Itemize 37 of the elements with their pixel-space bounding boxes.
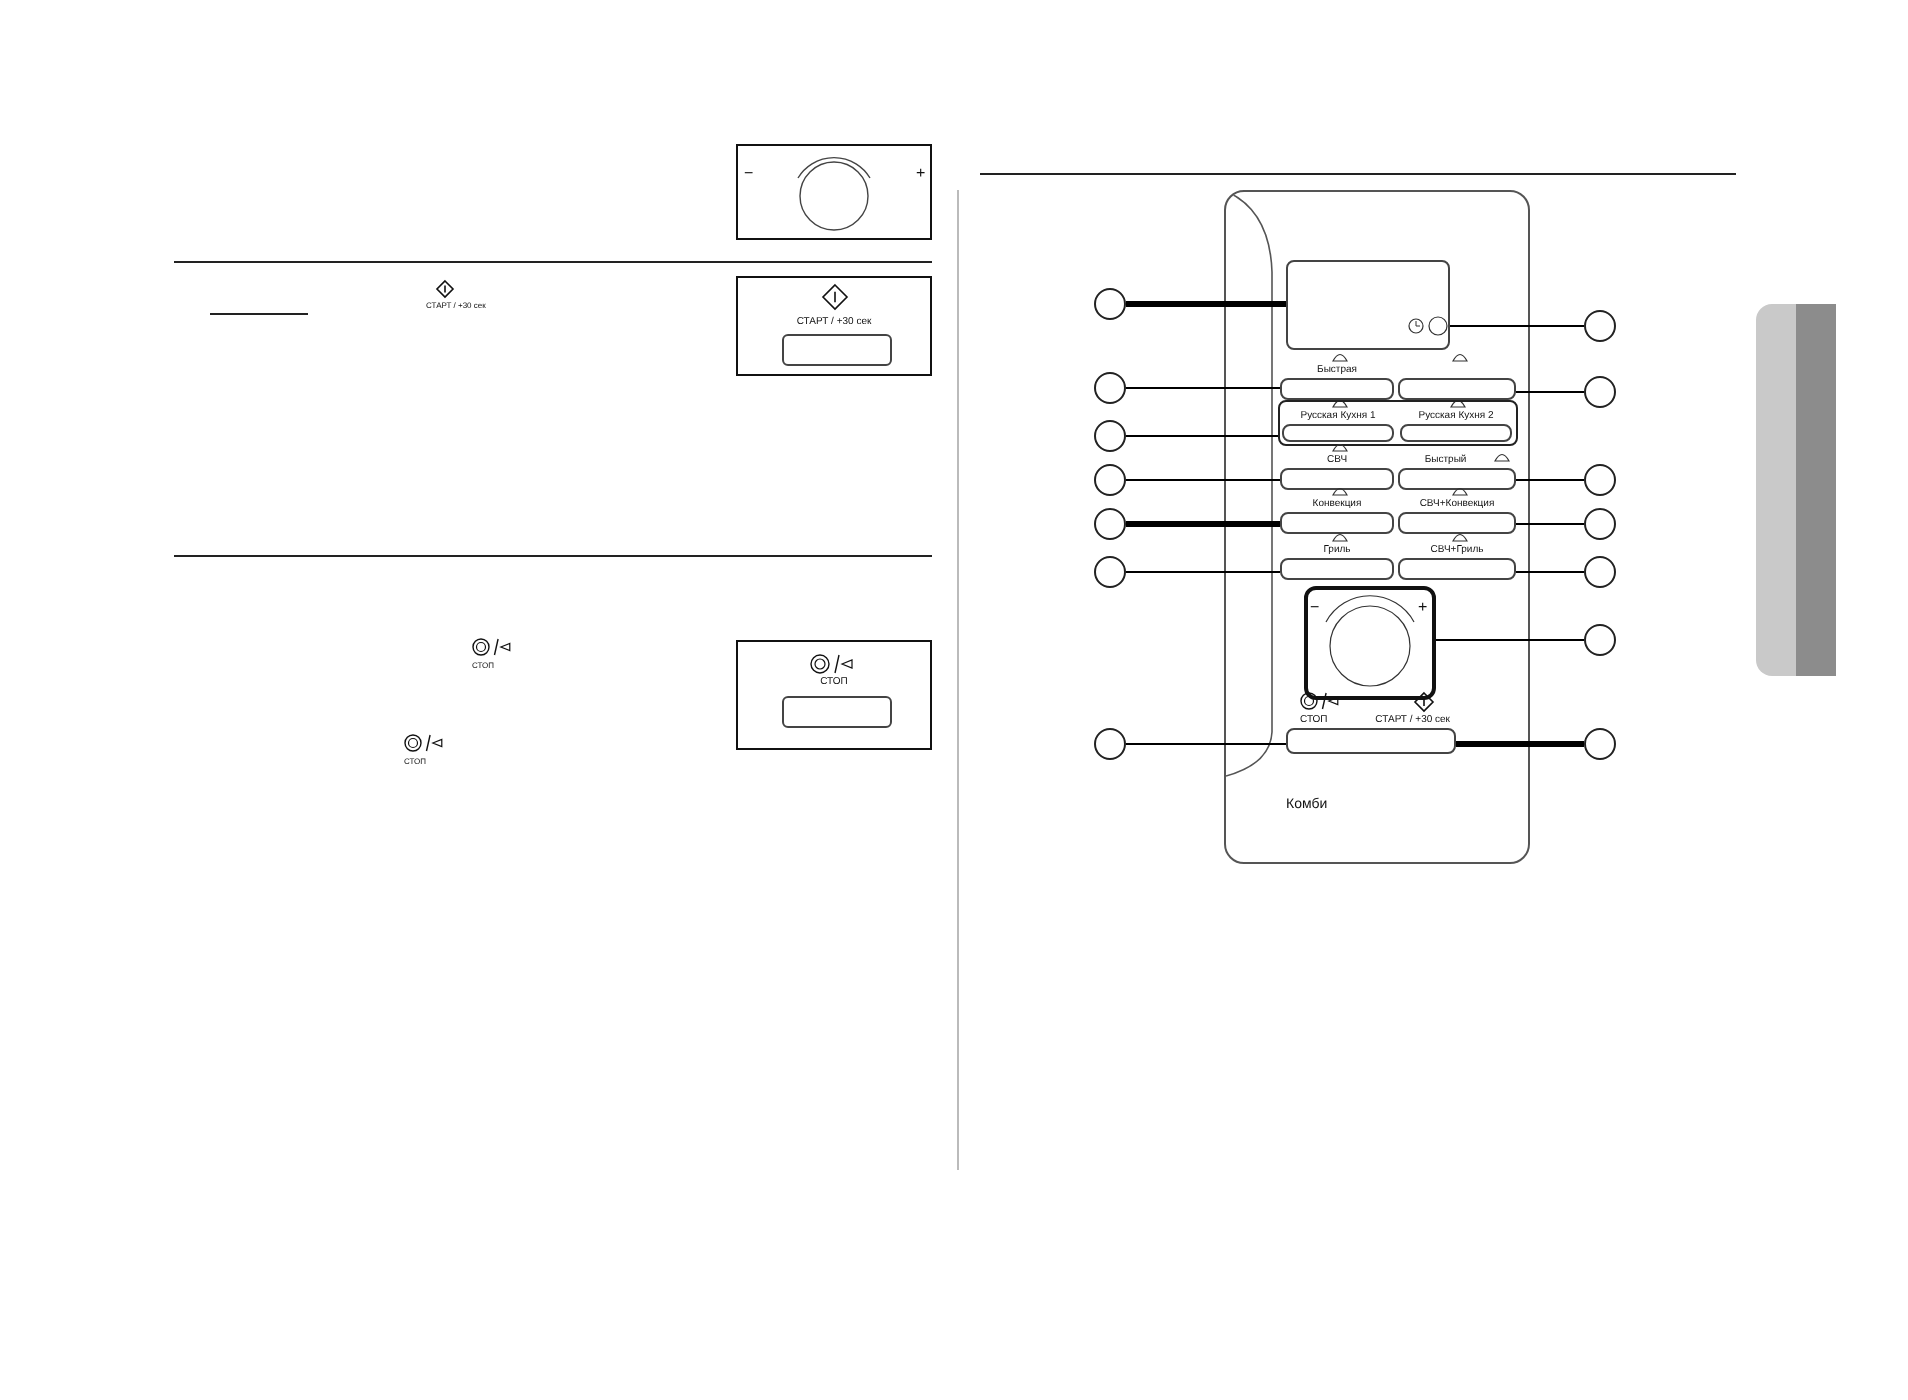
callout-circle <box>1584 376 1616 408</box>
leader-line <box>1435 639 1585 641</box>
leader-line <box>1515 571 1585 573</box>
leader-line <box>1456 741 1584 747</box>
control-panel <box>1224 190 1530 864</box>
callout-circle <box>1584 624 1616 656</box>
leader-line <box>1125 571 1281 573</box>
leader-line <box>1125 435 1279 437</box>
leader-line <box>1515 391 1585 393</box>
leader-line <box>1125 743 1287 745</box>
leader-line <box>1125 387 1281 389</box>
callout-circle <box>1584 464 1616 496</box>
button-illustration <box>736 276 932 376</box>
callout-circle <box>1094 420 1126 452</box>
leader-line <box>1515 523 1585 525</box>
button-illustration <box>736 640 932 750</box>
callout-circle <box>1094 728 1126 760</box>
callout-circle <box>1094 372 1126 404</box>
callout-circle <box>1584 310 1616 342</box>
callout-circle <box>1094 288 1126 320</box>
callout-circle <box>1584 556 1616 588</box>
text-label: − <box>744 164 754 182</box>
callout-circle <box>1584 508 1616 540</box>
text-label: + <box>1418 598 1428 616</box>
callout-circle <box>1094 556 1126 588</box>
leader-line <box>1126 301 1286 307</box>
leader-line <box>1515 479 1585 481</box>
leader-line <box>1125 479 1281 481</box>
text-label: + <box>916 164 926 182</box>
leader-line <box>1449 325 1585 327</box>
panel-button <box>1286 260 1450 350</box>
callout-circle <box>1094 464 1126 496</box>
button-group-outline <box>1278 400 1518 446</box>
text-label: − <box>1310 598 1320 616</box>
callout-circle <box>1584 728 1616 760</box>
callout-circle <box>1094 508 1126 540</box>
leader-line <box>1126 521 1280 527</box>
